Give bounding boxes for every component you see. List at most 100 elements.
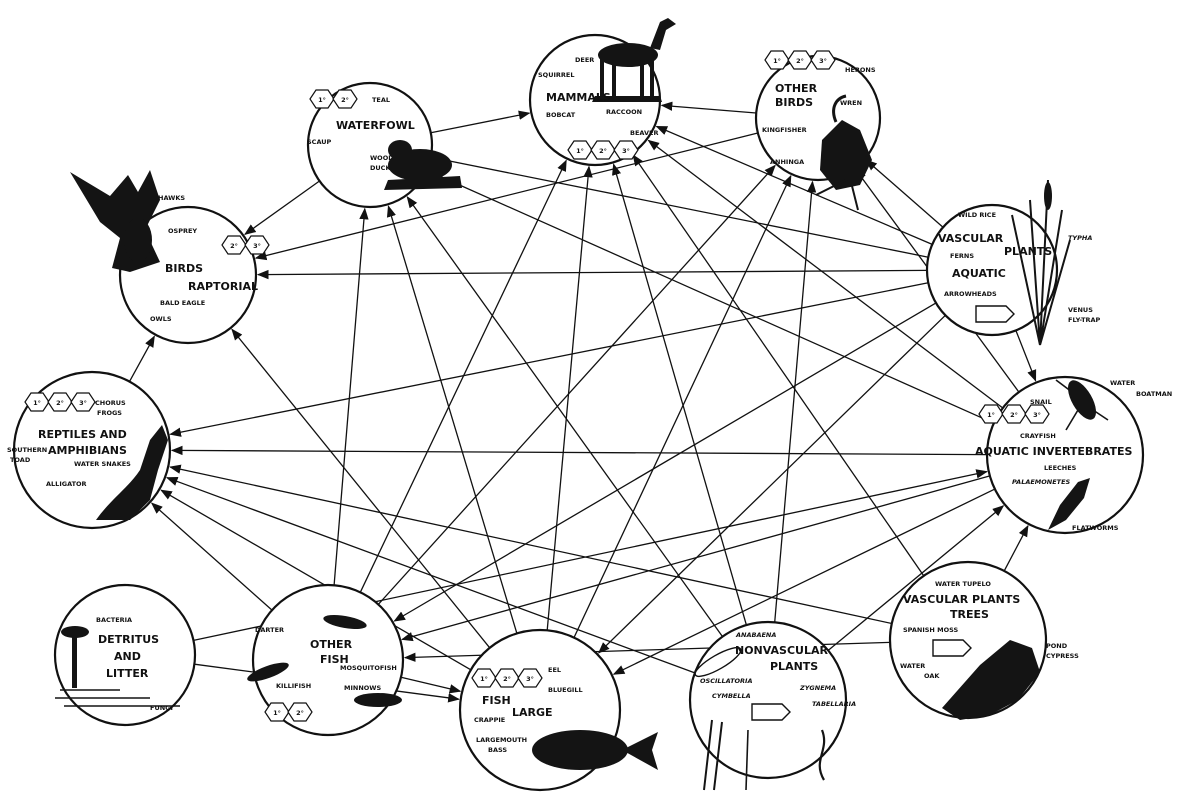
label-bacteria: BACTERIA [96,616,132,624]
minnow-icon [247,614,402,707]
svg-text:2°: 2° [599,147,607,155]
title-fish-large-1: FISH [482,694,511,707]
link-fish_large-to-other_birds [573,174,792,638]
node-vascular-aquatic: WILD RICE VASCULAR PLANTS TYPHA FERNS AQ… [925,179,1101,346]
producer-tag [751,703,791,721]
link-other_fish-to-other_birds [377,164,776,605]
label-fly-trap: FLY-TRAP [1068,316,1101,324]
title-other-birds-2: BIRDS [775,96,813,109]
label-water-tupelo: WATER TUPELO [935,580,991,588]
label-herons: HERONS [845,66,876,74]
link-vascular_aquatic-to-other_fish [393,302,937,622]
title-aquatic-invertebrates: AQUATIC INVERTEBRATES [975,445,1132,458]
label-crayfish: CRAYFISH [1020,432,1056,440]
label-water-snakes: WATER SNAKES [74,460,131,468]
title-vascular-aquatic-2: PLANTS [1004,245,1052,258]
svg-text:2°: 2° [296,709,304,717]
label-flatworms: FLATWORMS [1072,524,1119,532]
trophic-level-badges: 1° 2° 3° [978,404,1050,424]
node-reptiles-amphibians: 1° 2° 3° CHORUS FROGS REPTILES AND AMPHI… [7,370,172,530]
producer-tag [975,305,1015,323]
label-owls: OWLS [150,315,172,323]
svg-text:1°: 1° [773,57,781,65]
link-aquatic_invertebrates-to-fish_large [612,488,996,675]
node-other-birds: 1° 2° 3° HERONS OTHER BIRDS WREN KINGFIS… [754,50,882,211]
label-minnows: MINNOWS [344,684,381,692]
svg-text:3°: 3° [526,675,534,683]
label-toad: TOAD [10,456,31,464]
label-cymbella: CYMBELLA [712,692,751,700]
link-aquatic_invertebrates-to-waterfowl [427,170,995,424]
label-largemouth: LARGEMOUTH [476,736,527,744]
svg-text:2°: 2° [230,242,238,250]
label-bass: BASS [488,746,507,754]
title-detritus-2: AND [114,650,141,663]
link-fish_large-to-birds_raptorial [231,328,491,649]
anhinga-icon [815,94,872,211]
node-nonvascular-plants: ANABAENA NONVASCULAR PLANTS OSCILLATORIA… [688,620,856,791]
label-zygnema: ZYGNEMA [799,684,836,692]
duck-icon [384,140,462,190]
label-kingfisher: KINGFISHER [762,126,807,134]
title-nonvascular-2: PLANTS [770,660,818,673]
svg-text:1°: 1° [576,147,584,155]
mushroom-icon [55,626,180,707]
label-wild-rice: WILD RICE [958,211,996,219]
label-alligator: ALLIGATOR [46,480,87,488]
link-other_fish-to-fish_large [400,676,462,694]
link-aquatic_invertebrates-to-other_fish [401,475,991,642]
label-arrowheads: ARROWHEADS [944,290,997,298]
svg-text:1°: 1° [480,675,488,683]
title-detritus-1: DETRITUS [98,633,159,646]
title-nonvascular-1: NONVASCULAR [735,644,828,657]
link-other_fish-to-waterfowl [333,207,369,586]
svg-text:3°: 3° [622,147,630,155]
node-aquatic-invertebrates: WATER BOATMAN SNAIL 1° 2° 3° CRAYFISH AQ… [975,375,1172,535]
trophic-level-badges: 2° 3° [221,235,270,255]
trophic-level-badges: 1° 2° 3° [471,668,543,688]
label-anhinga: ANHINGA [770,158,804,166]
label-crappie: CRAPPIE [474,716,505,724]
link-vascular_aquatic-to-fish_large [597,314,946,654]
svg-text:1°: 1° [273,709,281,717]
label-snail: SNAIL [1030,398,1052,406]
link-vascular_trees-to-reptiles [169,464,892,625]
label-eel: EEL [548,666,561,674]
node-other-fish: DARTER OTHER FISH MOSQUITOFISH KILLIFISH… [247,583,405,737]
title-waterfowl: WATERFOWL [336,119,415,132]
label-anabaena: ANABAENA [735,631,776,639]
link-other_birds-to-birds_raptorial [254,132,758,261]
producer-tag [932,639,972,657]
label-water: WATER [1110,379,1135,387]
water-beetle-icon [1055,379,1109,431]
label-boatman: BOATMAN [1136,390,1172,398]
link-nonvascular-to-other_birds [774,180,817,623]
alligator-icon [96,425,168,520]
title-fish-large-2: LARGE [512,706,553,719]
title-detritus-3: LITTER [106,667,149,680]
bass-icon [532,730,658,770]
node-vascular-trees: WATER TUPELO VASCULAR PLANTS TREES SPANI… [888,560,1079,720]
label-wood: WOOD [370,154,394,162]
label-spanish-moss: SPANISH MOSS [903,626,959,634]
link-nonvascular-to-aquatic_invertebrates [827,505,1005,651]
link-fish_large-to-waterfowl [386,205,518,634]
svg-text:2°: 2° [796,57,804,65]
svg-text:3°: 3° [819,57,827,65]
label-venus: VENUS [1068,306,1093,314]
eagle-icon [70,170,160,272]
node-detritus: BACTERIA DETRITUS AND LITTER FUNGI [53,583,197,727]
link-nonvascular-to-reptiles [165,476,696,674]
link-vascular_aquatic-to-other_birds [865,159,944,228]
link-waterfowl-to-mammals [430,110,531,134]
deer-icon [592,18,676,102]
label-pond: POND [1046,642,1068,650]
title-birds-raptorial-1: BIRDS [165,262,203,275]
node-birds-raptorial: HAWKS OSPREY 2° 3° BIRDS RAPTORIAL BALD … [70,170,270,345]
label-darter: DARTER [255,626,284,634]
cattail-icon [1011,179,1071,346]
link-vascular_aquatic-to-aquatic_invertebrates [1015,330,1037,382]
label-oscillatoria: OSCILLATORIA [700,677,753,685]
title-vascular-trees-1: VASCULAR PLANTS [903,593,1020,606]
